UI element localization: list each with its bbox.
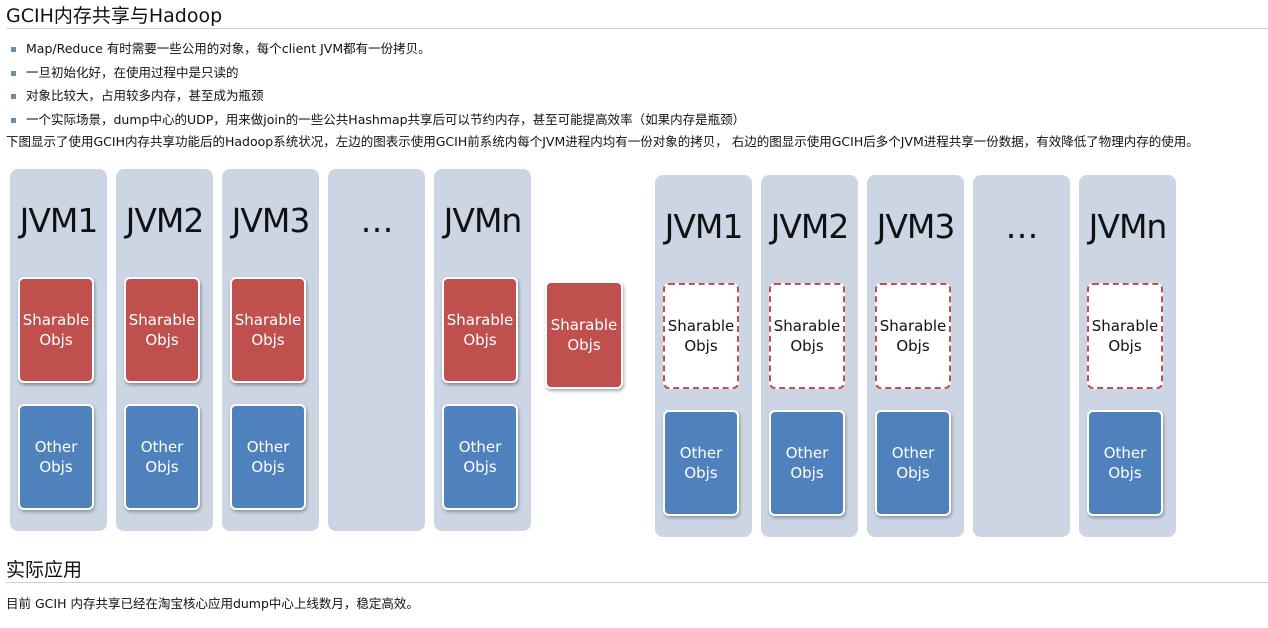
shared-objs-box: Sharable Objs [545, 281, 623, 389]
jvm-label: … [1005, 207, 1039, 246]
other-objs-box: Other Objs [230, 404, 306, 510]
other-objs-box: Other Objs [875, 410, 951, 516]
jvm-column-ellipsis: … [973, 175, 1070, 537]
sharable-objs-box: Sharable Objs [18, 277, 94, 383]
other-objs-box: Other Objs [1087, 410, 1163, 516]
sharable-objs-placeholder: Sharable Objs [663, 283, 739, 389]
section-divider [6, 28, 1268, 29]
section-title-application: 实际应用 [6, 559, 83, 581]
bullet-icon [11, 47, 16, 52]
list-item: Map/Reduce 有时需要一些公用的对象，每个client JVM都有一份拷… [10, 40, 745, 64]
jvm-column: JVMn Sharable Objs Other Objs [434, 169, 531, 531]
sharable-objs-box: Sharable Objs [442, 277, 518, 383]
bullet-text: 对象比较大，占用较多内存，甚至成为瓶颈 [26, 88, 264, 103]
bullet-text: 一个实际场景，dump中心的UDP，用来做join的一些公共Hashmap共享后… [26, 111, 746, 127]
diagram-description: 下图显示了使用GCIH内存共享功能后的Hadoop系统状况，左边的图表示使用GC… [6, 134, 1199, 149]
sharable-objs-box: Sharable Objs [124, 277, 200, 383]
bullet-list: Map/Reduce 有时需要一些公用的对象，每个client JVM都有一份拷… [10, 40, 745, 134]
jvm-label: JVMn [443, 201, 523, 240]
section-title-gcih: GCIH内存共享与Hadoop [6, 5, 223, 27]
list-item: 一个实际场景，dump中心的UDP，用来做join的一些公共Hashmap共享后… [10, 111, 745, 135]
other-objs-box: Other Objs [442, 404, 518, 510]
bullet-icon [11, 117, 16, 123]
jvm-column: JVM1 Sharable Objs Other Objs [10, 169, 107, 531]
section-divider [6, 582, 1268, 583]
sharable-objs-placeholder: Sharable Objs [769, 283, 845, 389]
jvm-column: JVM2 Sharable Objs Other Objs [116, 169, 213, 531]
sharable-objs-placeholder: Sharable Objs [875, 283, 951, 389]
bullet-icon [11, 94, 16, 99]
jvm-label: … [360, 201, 394, 240]
jvm-column-ellipsis: … [328, 169, 425, 531]
jvm-column: JVM3 Sharable Objs Other Objs [867, 175, 964, 537]
jvm-column: JVM3 Sharable Objs Other Objs [222, 169, 319, 531]
jvm-label: JVM3 [231, 201, 311, 240]
bullet-text: 一旦初始化好，在使用过程中是只读的 [26, 64, 239, 80]
jvm-column: JVM2 Sharable Objs Other Objs [761, 175, 858, 537]
application-text: 目前 GCIH 内存共享已经在淘宝核心应用dump中心上线数月，稳定高效。 [6, 596, 419, 611]
jvm-label: JVM1 [664, 207, 744, 246]
other-objs-box: Other Objs [663, 410, 739, 516]
jvm-label: JVM2 [125, 201, 205, 240]
bullet-icon [11, 70, 16, 76]
list-item: 对象比较大，占用较多内存，甚至成为瓶颈 [10, 87, 745, 111]
jvm-column: JVMn Sharable Objs Other Objs [1079, 175, 1176, 537]
jvm-label: JVM1 [19, 201, 99, 240]
sharable-objs-placeholder: Sharable Objs [1087, 283, 1163, 389]
jvm-column: JVM1 Sharable Objs Other Objs [655, 175, 752, 537]
jvm-label: JVMn [1088, 207, 1168, 246]
other-objs-box: Other Objs [124, 404, 200, 510]
jvm-label: JVM2 [770, 207, 850, 246]
bullet-text: Map/Reduce 有时需要一些公用的对象，每个client JVM都有一份拷… [26, 41, 431, 56]
sharable-objs-box: Sharable Objs [230, 277, 306, 383]
other-objs-box: Other Objs [769, 410, 845, 516]
other-objs-box: Other Objs [18, 404, 94, 510]
jvm-label: JVM3 [876, 207, 956, 246]
list-item: 一旦初始化好，在使用过程中是只读的 [10, 64, 745, 88]
